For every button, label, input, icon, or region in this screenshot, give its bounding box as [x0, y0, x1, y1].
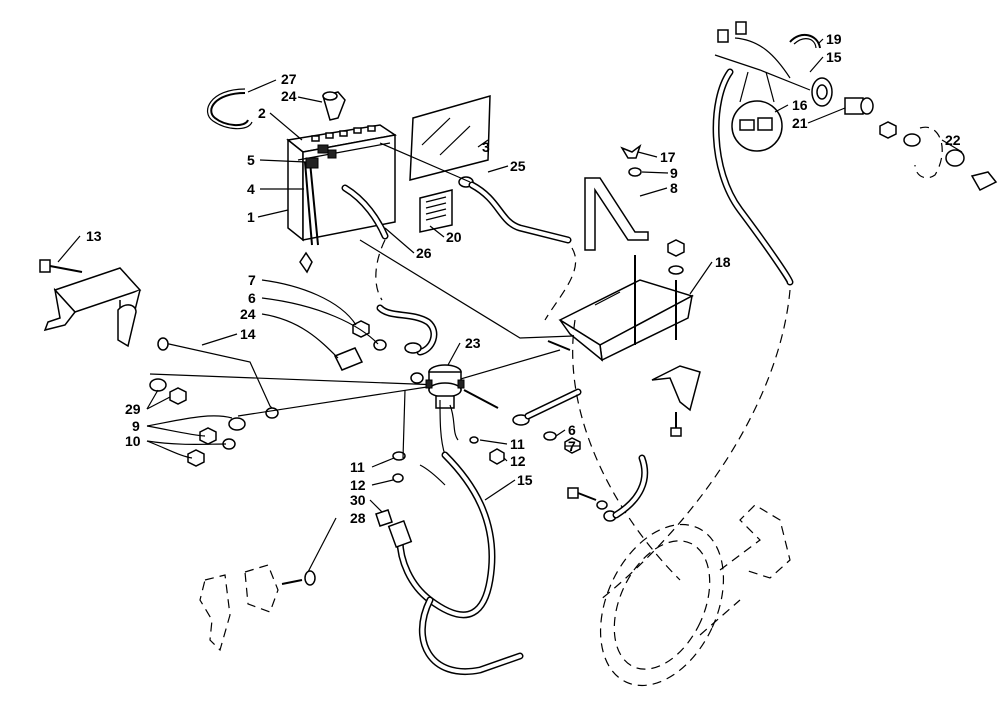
callout-12-right: 12 — [510, 453, 526, 469]
hardware-upper — [333, 320, 424, 384]
callout-labels: 27 24 2 5 4 1 3 25 20 26 17 9 8 18 19 15… — [86, 31, 961, 526]
callout-10: 10 — [125, 433, 141, 449]
callout-26: 26 — [416, 245, 432, 261]
terminal-boot-top — [322, 91, 346, 121]
callout-15-lower: 15 — [517, 472, 533, 488]
callout-4: 4 — [247, 181, 255, 197]
callout-9-lower: 9 — [132, 418, 140, 434]
callout-20: 20 — [446, 229, 462, 245]
callout-24-lower: 24 — [240, 306, 256, 322]
battery-cover — [409, 94, 491, 181]
vent-tube — [207, 88, 253, 130]
headlight-bulb — [844, 97, 874, 115]
callout-23: 23 — [465, 335, 481, 351]
connector-inset — [731, 71, 783, 152]
callout-27: 27 — [281, 71, 297, 87]
callout-6-upper: 6 — [248, 290, 256, 306]
headlight-socket — [811, 77, 833, 107]
callout-5: 5 — [247, 152, 255, 168]
bolt-lower — [567, 454, 649, 522]
wire-clamp — [789, 33, 821, 49]
clip — [117, 304, 137, 348]
battery-bracket — [584, 177, 649, 251]
battery-decal — [419, 189, 453, 233]
harness-line-2 — [149, 373, 441, 386]
callout-14: 14 — [240, 326, 256, 342]
callout-16: 16 — [792, 97, 808, 113]
bulb-retainer — [879, 121, 998, 191]
wiring-harness — [387, 389, 524, 675]
mounting-bracket — [199, 564, 316, 652]
callout-30: 30 — [350, 492, 366, 508]
negative-cable — [458, 176, 577, 321]
callout-19: 19 — [826, 31, 842, 47]
callout-24-top: 24 — [281, 88, 297, 104]
callout-18: 18 — [715, 254, 731, 270]
headlight-assembly — [599, 504, 791, 687]
wing-nut — [620, 143, 642, 177]
callout-25: 25 — [510, 158, 526, 174]
callout-9-top: 9 — [670, 165, 678, 181]
callout-21: 21 — [792, 115, 808, 131]
callout-7-upper: 7 — [248, 272, 256, 288]
leader-lines — [57, 38, 963, 573]
callout-12-left: 12 — [350, 477, 366, 493]
callout-6-lower: 6 — [568, 422, 576, 438]
callout-29: 29 — [125, 401, 141, 417]
headlight-harness — [572, 21, 811, 601]
battery-strap — [299, 157, 319, 274]
callout-17: 17 — [660, 149, 676, 165]
starter-cable — [512, 388, 582, 454]
starter-solenoid — [425, 340, 571, 409]
terminal-hardware — [375, 436, 505, 527]
tray-support — [651, 365, 701, 437]
callout-15-top: 15 — [826, 49, 842, 65]
callout-11-right: 11 — [510, 436, 525, 452]
callout-28: 28 — [350, 510, 366, 526]
callout-11-left: 11 — [350, 459, 365, 475]
callout-13: 13 — [86, 228, 102, 244]
battery-tray — [558, 239, 694, 362]
hardware-left — [149, 378, 246, 467]
callout-1: 1 — [247, 209, 255, 225]
callout-3: 3 — [482, 139, 490, 155]
positive-cable — [341, 184, 438, 356]
callout-7-lower: 7 — [568, 438, 576, 454]
callout-8: 8 — [670, 180, 678, 196]
callout-2: 2 — [258, 105, 266, 121]
cover-leader — [379, 142, 471, 183]
callout-22: 22 — [945, 132, 961, 148]
